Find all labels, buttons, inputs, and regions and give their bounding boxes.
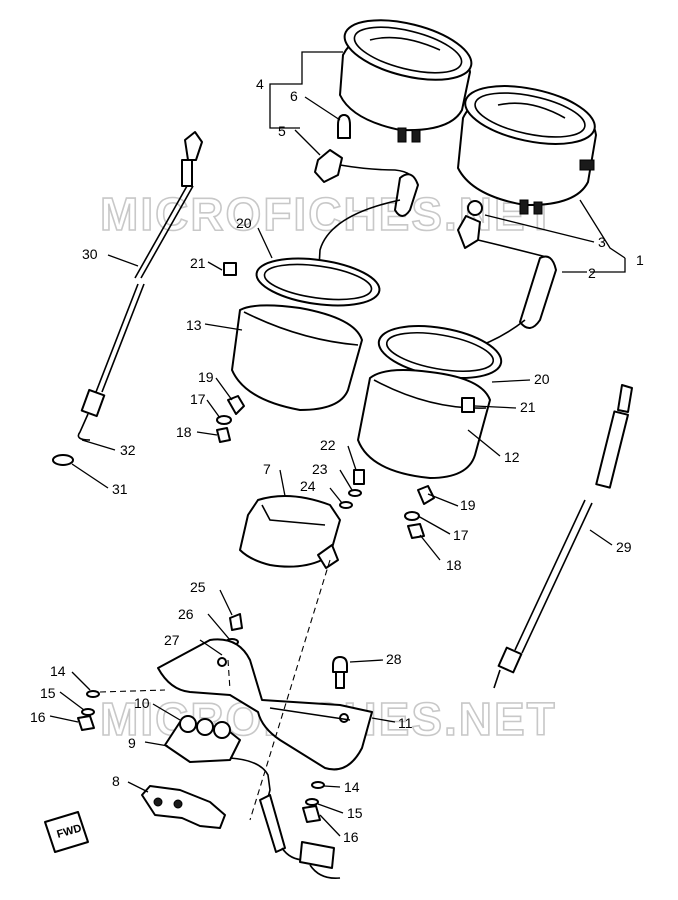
fwd-arrow-marker: FWD [44,811,89,853]
nut-set-left [77,690,100,731]
callout-27: 27 [164,632,180,648]
callout-9: 9 [128,735,136,751]
callout-17-right: 17 [453,527,469,543]
callout-3: 3 [598,234,606,250]
callout-31: 31 [112,481,128,497]
callout-17-left: 17 [190,391,206,407]
callout-10: 10 [134,695,150,711]
callout-16-left: 16 [30,709,46,725]
callout-19-left: 19 [198,369,214,385]
lamp-holder [141,785,226,829]
callout-6: 6 [290,88,298,104]
bulb-socket-right [457,200,557,351]
watermark-top: MICROFICHES.NET [100,188,557,240]
callout-18-left: 18 [176,424,192,440]
indicator-bulb [337,114,351,139]
callout-19-right: 19 [460,497,476,513]
callout-15-lower: 15 [347,805,363,821]
assembly-lines [99,559,331,821]
callout-5: 5 [278,123,286,139]
tachometer-assembly [457,85,597,215]
callout-22: 22 [320,437,336,453]
callout-14-lower: 14 [344,779,360,795]
callout-29: 29 [616,539,632,555]
callout-32: 32 [120,442,136,458]
callout-8: 8 [112,773,120,789]
meter-cover [239,495,341,569]
bulb-socket-left [314,149,419,286]
leader-lines [49,51,626,837]
screw-set-upper [339,469,365,509]
speedometer-cable [52,131,203,466]
callout-20-right: 20 [534,371,550,387]
callout-16-lower: 16 [343,829,359,845]
indicator-unit [164,715,271,806]
callout-2: 2 [588,265,596,281]
callout-21-left: 21 [190,255,206,271]
meter-case-left [216,257,381,443]
bolt-28 [332,656,348,689]
wire-harness [259,794,341,880]
callout-30: 30 [82,246,98,262]
callout-7: 7 [263,461,271,477]
callout-25: 25 [190,579,206,595]
callout-28: 28 [386,651,402,667]
callout-20-left: 20 [236,215,252,231]
screw-21-left [223,262,237,276]
callout-13: 13 [186,317,202,333]
callout-24: 24 [300,478,316,494]
callout-1: 1 [636,252,644,268]
callout-21-right: 21 [520,399,536,415]
nut-set-lower [302,781,325,823]
tachometer-cable [493,384,633,689]
callouts: 4 6 5 20 21 13 19 17 18 30 32 31 3 1 2 2… [30,76,644,845]
callout-14-left: 14 [50,663,66,679]
meter-bracket [157,638,373,771]
callout-18-right: 18 [446,557,462,573]
speedometer-assembly [339,19,473,143]
callout-15-left: 15 [40,685,56,701]
callout-12: 12 [504,449,520,465]
callout-4: 4 [256,76,264,92]
meter-case-right [357,325,503,539]
callout-11: 11 [398,715,413,731]
callout-23: 23 [312,461,328,477]
callout-26: 26 [178,606,194,622]
